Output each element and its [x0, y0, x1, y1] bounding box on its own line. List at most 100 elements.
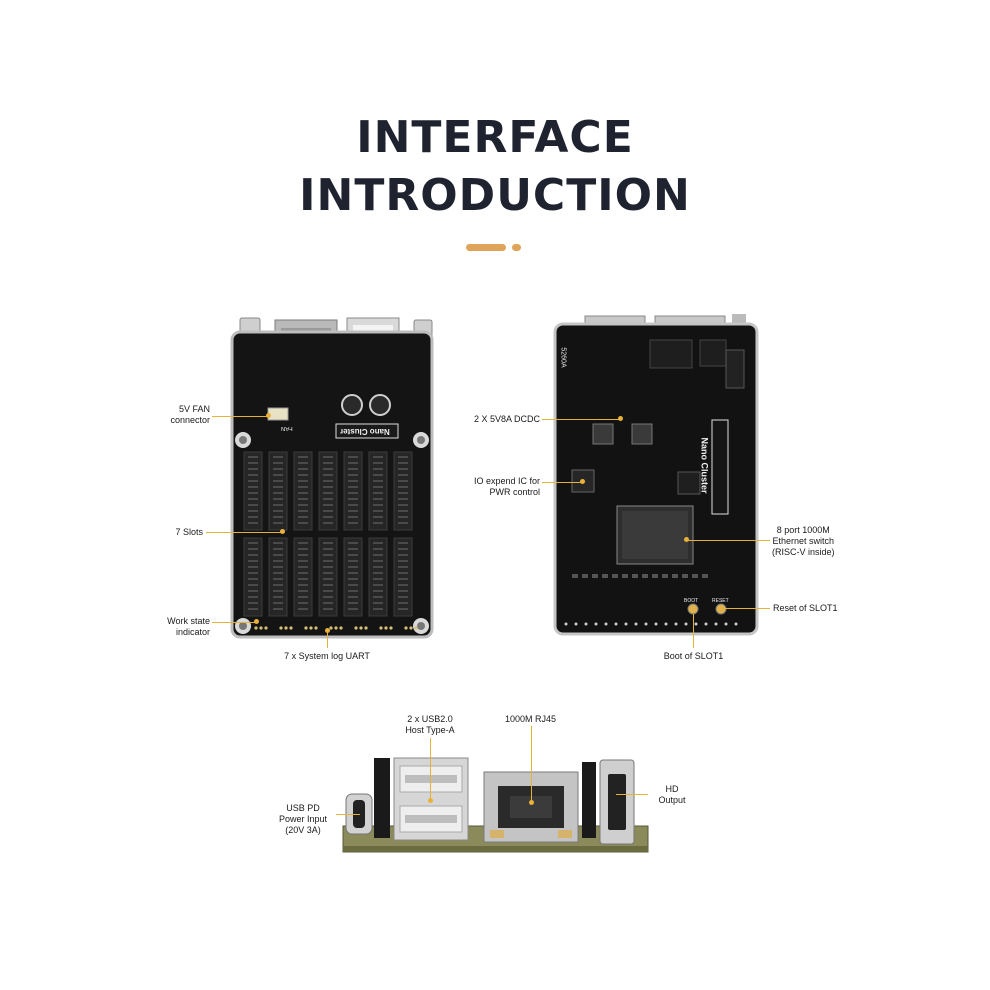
front-slot-contact	[323, 468, 333, 470]
front-slot-contact	[398, 560, 408, 562]
leader-ethernet-switch	[686, 540, 770, 541]
back-pin	[674, 622, 678, 626]
label-reset: Reset of SLOT1	[773, 603, 838, 613]
front-slot-contact	[373, 486, 383, 488]
front-slot-contact	[398, 510, 408, 512]
front-slot-contact	[348, 554, 358, 556]
front-slot-contact	[348, 480, 358, 482]
leader-fan	[212, 416, 268, 417]
front-slot-contact	[273, 590, 283, 592]
front-slot-contact	[398, 486, 408, 488]
label-uart: 7 x System log UART	[284, 651, 370, 661]
front-slot-contact	[273, 480, 283, 482]
front-slot-contact	[298, 572, 308, 574]
front-slot-contact	[398, 578, 408, 580]
front-slot-contact	[323, 572, 333, 574]
front-slot-contact	[248, 560, 258, 562]
front-slot-contact	[323, 590, 333, 592]
front-slot-contact	[373, 548, 383, 550]
front-slot-contact	[373, 584, 383, 586]
front-slot-contact	[348, 498, 358, 500]
front-slot-contact	[248, 584, 258, 586]
front-slot-contact	[248, 596, 258, 598]
front-slot-contact	[273, 504, 283, 506]
front-slot-contact	[348, 486, 358, 488]
front-slot-contact	[373, 516, 383, 518]
front-slot-contact	[323, 456, 333, 458]
front-slot-contact	[398, 554, 408, 556]
leader-uart	[327, 630, 328, 648]
front-slot-contact	[323, 542, 333, 544]
back-trace-pad	[622, 574, 628, 578]
front-slot-contact	[248, 486, 258, 488]
front-uart-pin	[284, 626, 288, 630]
front-slot-contact	[373, 510, 383, 512]
back-trace-pad	[572, 574, 578, 578]
front-slot-contact	[398, 468, 408, 470]
back-dcdc-chip	[592, 423, 614, 445]
back-pin	[684, 622, 688, 626]
back-pin	[634, 622, 638, 626]
back-pin	[724, 622, 728, 626]
back-silk-boot: BOOT	[684, 598, 699, 604]
front-slot-contact	[298, 504, 308, 506]
front-slot-contact	[373, 462, 383, 464]
front-slot-contact	[373, 522, 383, 524]
front-uart-pin	[279, 626, 283, 630]
front-slot-contact	[273, 468, 283, 470]
front-slot-contact	[398, 608, 408, 610]
front-slot-contact	[398, 522, 408, 524]
back-pin	[714, 622, 718, 626]
back-pin	[694, 622, 698, 626]
back-trace-pad	[702, 574, 708, 578]
front-slot-contact	[298, 542, 308, 544]
front-slot-contact	[323, 578, 333, 580]
front-slot-contact	[298, 468, 308, 470]
front-capacitor	[341, 394, 363, 416]
front-slot-contact	[323, 584, 333, 586]
front-slot-contact	[323, 560, 333, 562]
front-uart-pin	[309, 626, 313, 630]
back-pcb	[553, 322, 759, 636]
front-slot-contact	[323, 554, 333, 556]
front-slot-contact	[373, 468, 383, 470]
back-trace-pad	[602, 574, 608, 578]
front-slot-contact	[273, 522, 283, 524]
front-slot-contact	[398, 542, 408, 544]
front-slot-contact	[273, 474, 283, 476]
front-slot-contact	[373, 474, 383, 476]
label-work-state: Work state indicator	[167, 616, 210, 637]
back-pin	[574, 622, 578, 626]
leader-dot	[428, 798, 433, 803]
front-slot-contact	[273, 554, 283, 556]
front-uart-pin	[289, 626, 293, 630]
front-uart-pin	[259, 626, 263, 630]
back-pin	[644, 622, 648, 626]
front-slot-contact	[373, 590, 383, 592]
label-fan-connector: 5V FAN connector	[170, 404, 210, 425]
front-slot-contact	[398, 548, 408, 550]
front-slot-contact	[348, 608, 358, 610]
front-slot-contact	[323, 504, 333, 506]
front-slot-contact	[398, 504, 408, 506]
front-slot-contact	[348, 560, 358, 562]
leader-dot	[618, 416, 623, 421]
front-slot-contact	[248, 578, 258, 580]
leader-dot	[684, 537, 689, 542]
front-slot-contact	[298, 510, 308, 512]
label-usb-host: 2 x USB2.0 Host Type-A	[405, 714, 455, 735]
front-slot-contact	[248, 468, 258, 470]
front-slot-contact	[248, 456, 258, 458]
front-slot-contact	[248, 492, 258, 494]
leader-rj45	[531, 726, 532, 802]
back-trace-pad	[632, 574, 638, 578]
leader-io-expand	[542, 482, 582, 483]
front-slot-contact	[348, 578, 358, 580]
front-slot-contact	[298, 602, 308, 604]
front-uart-pin	[379, 626, 383, 630]
front-slot-contact	[373, 456, 383, 458]
front-slot-contact	[348, 516, 358, 518]
front-slot-contact	[373, 498, 383, 500]
back-trace-pad	[672, 574, 678, 578]
front-slot-contact	[248, 554, 258, 556]
